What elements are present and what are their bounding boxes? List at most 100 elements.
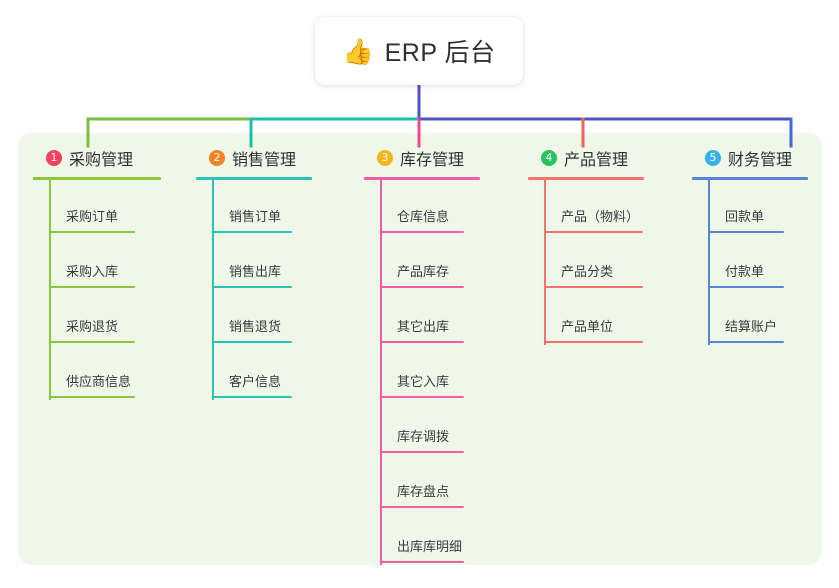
branch-spine — [380, 180, 382, 565]
leaf-item-underline — [212, 396, 292, 398]
leaf-item-label: 回款单 — [725, 209, 765, 224]
diagram-board — [18, 133, 822, 565]
branch-header-finance[interactable]: 5 财务管理 — [692, 146, 820, 170]
leaf-item-underline — [708, 231, 784, 233]
leaf-item-underline — [544, 286, 643, 288]
leaf-item-label: 出库库明细 — [397, 539, 463, 554]
branch-number-badge: 3 — [377, 150, 393, 166]
leaf-item-label: 产品（物料） — [561, 209, 640, 224]
branch-leaf-list: 产品（物料） 产品分类产品单位 — [528, 180, 656, 345]
branch-underline — [364, 177, 480, 180]
leaf-item[interactable]: 销售退货 — [196, 290, 324, 345]
leaf-item[interactable]: 产品库存 — [364, 235, 492, 290]
leaf-item[interactable]: 产品（物料） — [528, 180, 656, 235]
leaf-item-underline — [708, 286, 784, 288]
leaf-item[interactable]: 库存盘点 — [364, 455, 492, 510]
leaf-item-underline — [49, 341, 135, 343]
leaf-item[interactable]: 采购入库 — [33, 235, 161, 290]
branch-number-badge: 1 — [46, 150, 62, 166]
leaf-item-label: 客户信息 — [229, 374, 282, 389]
leaf-item-label: 产品分类 — [561, 264, 614, 279]
branch-leaf-list: 仓库信息产品库存其它出库其它入库库存调拨库存盘点出库库明细 — [364, 180, 492, 565]
branch-column-finance[interactable]: 5 财务管理回款单付款单结算账户 — [692, 146, 820, 345]
leaf-item-label: 产品单位 — [561, 319, 614, 334]
branch-leaf-list: 销售订单销售出库销售退货客户信息 — [196, 180, 324, 400]
branch-title: 销售管理 — [232, 152, 297, 169]
branch-header-purchase[interactable]: 1 采购管理 — [33, 146, 161, 170]
leaf-item-underline — [380, 451, 464, 453]
branch-leaf-list: 采购订单采购入库采购退货供应商信息 — [33, 180, 161, 400]
branch-underline — [692, 177, 808, 180]
leaf-item[interactable]: 销售出库 — [196, 235, 324, 290]
branch-header-inventory[interactable]: 3 库存管理 — [364, 146, 492, 170]
branch-underline — [33, 177, 161, 180]
branch-title: 采购管理 — [69, 152, 134, 169]
leaf-item-underline — [212, 286, 292, 288]
leaf-item-label: 供应商信息 — [66, 374, 132, 389]
leaf-item[interactable]: 客户信息 — [196, 345, 324, 400]
branch-number-badge: 2 — [209, 150, 225, 166]
leaf-item-label: 采购订单 — [66, 209, 119, 224]
leaf-item-label: 仓库信息 — [397, 209, 450, 224]
thumbs-up-icon: 👍 — [342, 36, 374, 66]
leaf-item[interactable]: 销售订单 — [196, 180, 324, 235]
root-title: ERP 后台 — [384, 39, 496, 67]
leaf-item[interactable]: 采购退货 — [33, 290, 161, 345]
leaf-item[interactable]: 产品分类 — [528, 235, 656, 290]
branch-title: 产品管理 — [564, 152, 629, 169]
leaf-item-underline — [380, 506, 464, 508]
leaf-item-label: 结算账户 — [725, 319, 778, 334]
leaf-item-label: 产品库存 — [397, 264, 450, 279]
branch-spine — [49, 180, 51, 400]
leaf-item-label: 销售订单 — [229, 209, 282, 224]
leaf-item-underline — [380, 231, 464, 233]
leaf-item[interactable]: 出库库明细 — [364, 510, 492, 565]
leaf-item-underline — [49, 231, 135, 233]
branch-column-product[interactable]: 4 产品管理产品（物料） 产品分类产品单位 — [528, 146, 656, 345]
leaf-item[interactable]: 回款单 — [692, 180, 820, 235]
leaf-item[interactable]: 付款单 — [692, 235, 820, 290]
leaf-item-label: 销售出库 — [229, 264, 282, 279]
branch-spine — [544, 180, 546, 345]
branch-spine — [708, 180, 710, 345]
leaf-item-underline — [380, 396, 464, 398]
leaf-item-label: 其它出库 — [397, 319, 450, 334]
branch-underline — [528, 177, 644, 180]
leaf-item[interactable]: 结算账户 — [692, 290, 820, 345]
leaf-item-underline — [49, 396, 135, 398]
leaf-item-label: 其它入库 — [397, 374, 450, 389]
branch-header-sales[interactable]: 2 销售管理 — [196, 146, 324, 170]
leaf-item-underline — [212, 341, 292, 343]
branch-column-inventory[interactable]: 3 库存管理仓库信息产品库存其它出库其它入库库存调拨库存盘点出库库明细 — [364, 146, 492, 565]
leaf-item-label: 采购入库 — [66, 264, 119, 279]
leaf-item[interactable]: 其它入库 — [364, 345, 492, 400]
branch-underline — [196, 177, 312, 180]
leaf-item-label: 库存盘点 — [397, 484, 450, 499]
leaf-item[interactable]: 仓库信息 — [364, 180, 492, 235]
branch-title: 财务管理 — [728, 152, 793, 169]
branch-title: 库存管理 — [400, 152, 465, 169]
branch-number-badge: 5 — [705, 150, 721, 166]
branch-leaf-list: 回款单付款单结算账户 — [692, 180, 820, 345]
branch-number-badge: 4 — [541, 150, 557, 166]
leaf-item[interactable]: 采购订单 — [33, 180, 161, 235]
leaf-item-label: 库存调拨 — [397, 429, 450, 444]
leaf-item-underline — [380, 561, 464, 563]
leaf-item[interactable]: 库存调拨 — [364, 400, 492, 455]
leaf-item-label: 采购退货 — [66, 319, 119, 334]
root-node[interactable]: 👍 ERP 后台 — [315, 17, 523, 85]
branch-column-purchase[interactable]: 1 采购管理采购订单采购入库采购退货供应商信息 — [33, 146, 161, 400]
leaf-item-underline — [380, 286, 464, 288]
branch-spine — [212, 180, 214, 400]
leaf-item[interactable]: 产品单位 — [528, 290, 656, 345]
leaf-item-underline — [544, 231, 643, 233]
branch-header-product[interactable]: 4 产品管理 — [528, 146, 656, 170]
leaf-item-label: 付款单 — [725, 264, 765, 279]
branch-column-sales[interactable]: 2 销售管理销售订单销售出库销售退货客户信息 — [196, 146, 324, 400]
leaf-item-underline — [49, 286, 135, 288]
leaf-item-underline — [708, 341, 784, 343]
leaf-item[interactable]: 其它出库 — [364, 290, 492, 345]
leaf-item-underline — [380, 341, 464, 343]
leaf-item[interactable]: 供应商信息 — [33, 345, 161, 400]
